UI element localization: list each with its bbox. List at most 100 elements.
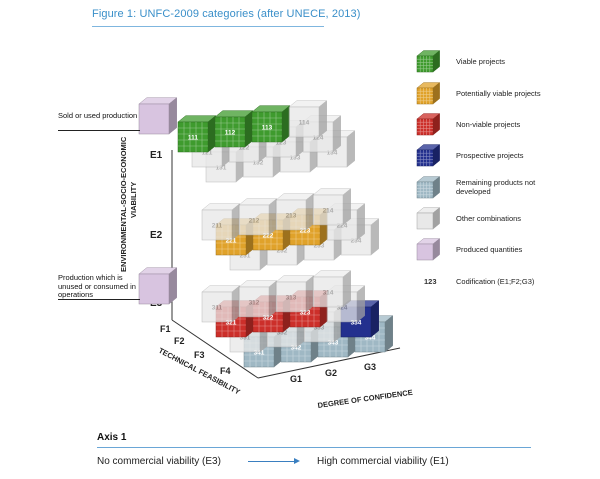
lilac-cube-icon (416, 238, 441, 261)
light-grey-cube-icon (416, 207, 441, 230)
axis1-high-label: High commercial viability (E1) (317, 456, 449, 467)
legend-cube (416, 113, 441, 136)
cube-code-label: 344 (365, 335, 376, 342)
legend-item-produced: Produced quantities (416, 236, 522, 262)
blue-cube-icon (416, 144, 441, 167)
cube-code-label: 212 (249, 218, 260, 225)
cube-code-label: 314 (323, 290, 334, 297)
grey-blue-cube-icon (416, 176, 441, 199)
cube-code-label: 131 (216, 165, 227, 172)
orange-cube-icon (416, 82, 441, 105)
category-cube-311: 311 (201, 285, 241, 323)
legend-cube (416, 144, 441, 167)
legend-label: Remaining products not developed (456, 178, 536, 196)
legend-label: Potentially viable projects (456, 88, 541, 98)
cube-code-label: 124 (313, 135, 324, 142)
cube-code-label: 223 (300, 228, 311, 235)
f-level-label: F1 (160, 324, 171, 334)
cube-code-label: 213 (286, 213, 297, 220)
axis1-rule (97, 447, 531, 448)
legend-label: Other combinations (456, 213, 522, 223)
title-underline (92, 26, 324, 27)
cube-code-label: 211 (212, 223, 223, 230)
category-cube-113: 113 (251, 105, 291, 143)
cube-code-label: 111 (188, 135, 199, 142)
legend-item-viable: Viable projects (416, 48, 505, 74)
cube-code-label: 333 (314, 325, 325, 332)
legend-cube (416, 82, 441, 105)
category-cube-212: 212 (238, 198, 278, 236)
cube-code-label: 234 (351, 238, 362, 245)
cube-code-label: 231 (240, 253, 251, 260)
category-cube-213: 213 (275, 193, 315, 231)
cube-code-label: 113 (262, 125, 273, 132)
produced-quantity-cube-sold (138, 97, 178, 135)
e-level-label: E1 (150, 150, 163, 161)
cube-code-label: 323 (300, 310, 311, 317)
arrow-right-icon (248, 458, 300, 464)
axis1-low-label: No commercial viability (E3) (97, 456, 221, 467)
cube-code-label: 233 (314, 243, 325, 250)
g-level-label: G2 (325, 368, 337, 378)
green-cube-icon (416, 50, 441, 73)
legend-label: Viable projects (456, 56, 506, 66)
technical-axis (171, 319, 259, 379)
category-cube-111: 111 (177, 115, 217, 153)
confidence-axis (257, 347, 401, 379)
category-cube-112: 112 (214, 110, 254, 148)
category-cube-314: 314 (312, 270, 352, 308)
legend-item-potentially-viable: Potentially viable projects (416, 80, 541, 106)
cube-code-label: 134 (327, 150, 338, 157)
cube-code-label: 122 (239, 145, 250, 152)
legend-cube (416, 207, 441, 230)
cube-code-label: 332 (277, 330, 288, 337)
cube-code-label: 132 (253, 160, 264, 167)
legend-label: Prospective projects (456, 150, 524, 160)
g-level-label: G3 (364, 362, 376, 372)
vertical-axis-title-line2: VIABILITY (129, 182, 138, 218)
cube-code-label: 311 (212, 305, 223, 312)
cube-code-label: 133 (290, 155, 301, 162)
unused-production-label: Production which is unused or consumed i… (58, 273, 136, 299)
axis1-title: Axis 1 (97, 432, 127, 443)
legend-cube (416, 50, 441, 73)
legend-item-other: Other combinations (416, 205, 521, 231)
category-cube-214: 214 (312, 188, 352, 226)
cube-code-label: 121 (202, 150, 213, 157)
cube-code-label: 224 (337, 223, 348, 230)
codification-code: 123 (424, 276, 437, 286)
category-cube-313: 313 (275, 275, 315, 313)
cube-code-label: 341 (254, 350, 265, 357)
cube-code-label: 114 (299, 120, 310, 127)
cube-code-label: 221 (226, 238, 237, 245)
legend-cube (416, 238, 441, 261)
cube-code-label: 222 (263, 233, 274, 240)
legend-item-remaining: Remaining products not developed (416, 174, 535, 200)
sold-production-label: Sold or used production (58, 111, 138, 120)
red-cube-icon (416, 113, 441, 136)
cube-code-label: 232 (277, 248, 288, 255)
legend-item-prospective: Prospective projects (416, 142, 524, 168)
figure-title: Figure 1: UNFC-2009 categories (after UN… (92, 8, 361, 20)
legend-label: Produced quantities (456, 244, 523, 254)
category-cube-211: 211 (201, 203, 241, 241)
g-level-label: G1 (290, 374, 302, 384)
confidence-axis-title: DEGREE OF CONFIDENCE (317, 388, 413, 410)
e-level-label: E2 (150, 230, 163, 241)
cube-code-label: 214 (323, 208, 334, 215)
f-level-label: F2 (174, 336, 185, 346)
sold-production-rule (58, 130, 140, 131)
vertical-axis-title: ENVIRONMENTAL-SOCIO-ECONOMIC (119, 136, 128, 272)
codification-label: Codification (E1;F2;G3) (456, 276, 535, 286)
produced-quantity-cube-unused (138, 267, 178, 305)
cube-code-label: 343 (328, 340, 339, 347)
cube-code-label: 334 (351, 320, 362, 327)
cube-code-label: 322 (263, 315, 274, 322)
f-level-label: F4 (220, 366, 231, 376)
cube-code-label: 112 (225, 130, 236, 137)
cube-code-label: 321 (226, 320, 237, 327)
unused-production-rule (58, 299, 140, 300)
legend-cube (416, 176, 441, 199)
f-level-label: F3 (194, 350, 205, 360)
